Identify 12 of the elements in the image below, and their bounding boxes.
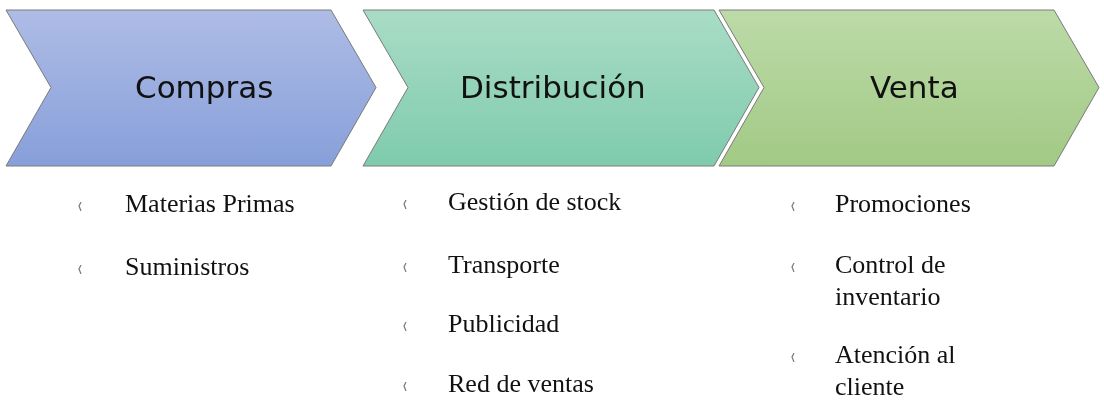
bullet-item: Materias Primas (125, 188, 296, 220)
bullet-item: Publicidad (448, 308, 561, 340)
bullet-item: Atención al cliente (835, 339, 957, 403)
bullet-item: Red de ventas (448, 368, 595, 400)
stage-title: Compras (135, 69, 274, 105)
bullet-item: Promociones (835, 188, 972, 220)
stage-title: Distribución (460, 69, 646, 105)
bullet-item: Control de inventario (835, 249, 947, 313)
bullet-item: Transporte (448, 249, 561, 281)
bullet-item: Gestión de stock (448, 186, 623, 218)
bullet-item: Suministros (125, 251, 251, 283)
stage-title: Venta (870, 69, 959, 105)
